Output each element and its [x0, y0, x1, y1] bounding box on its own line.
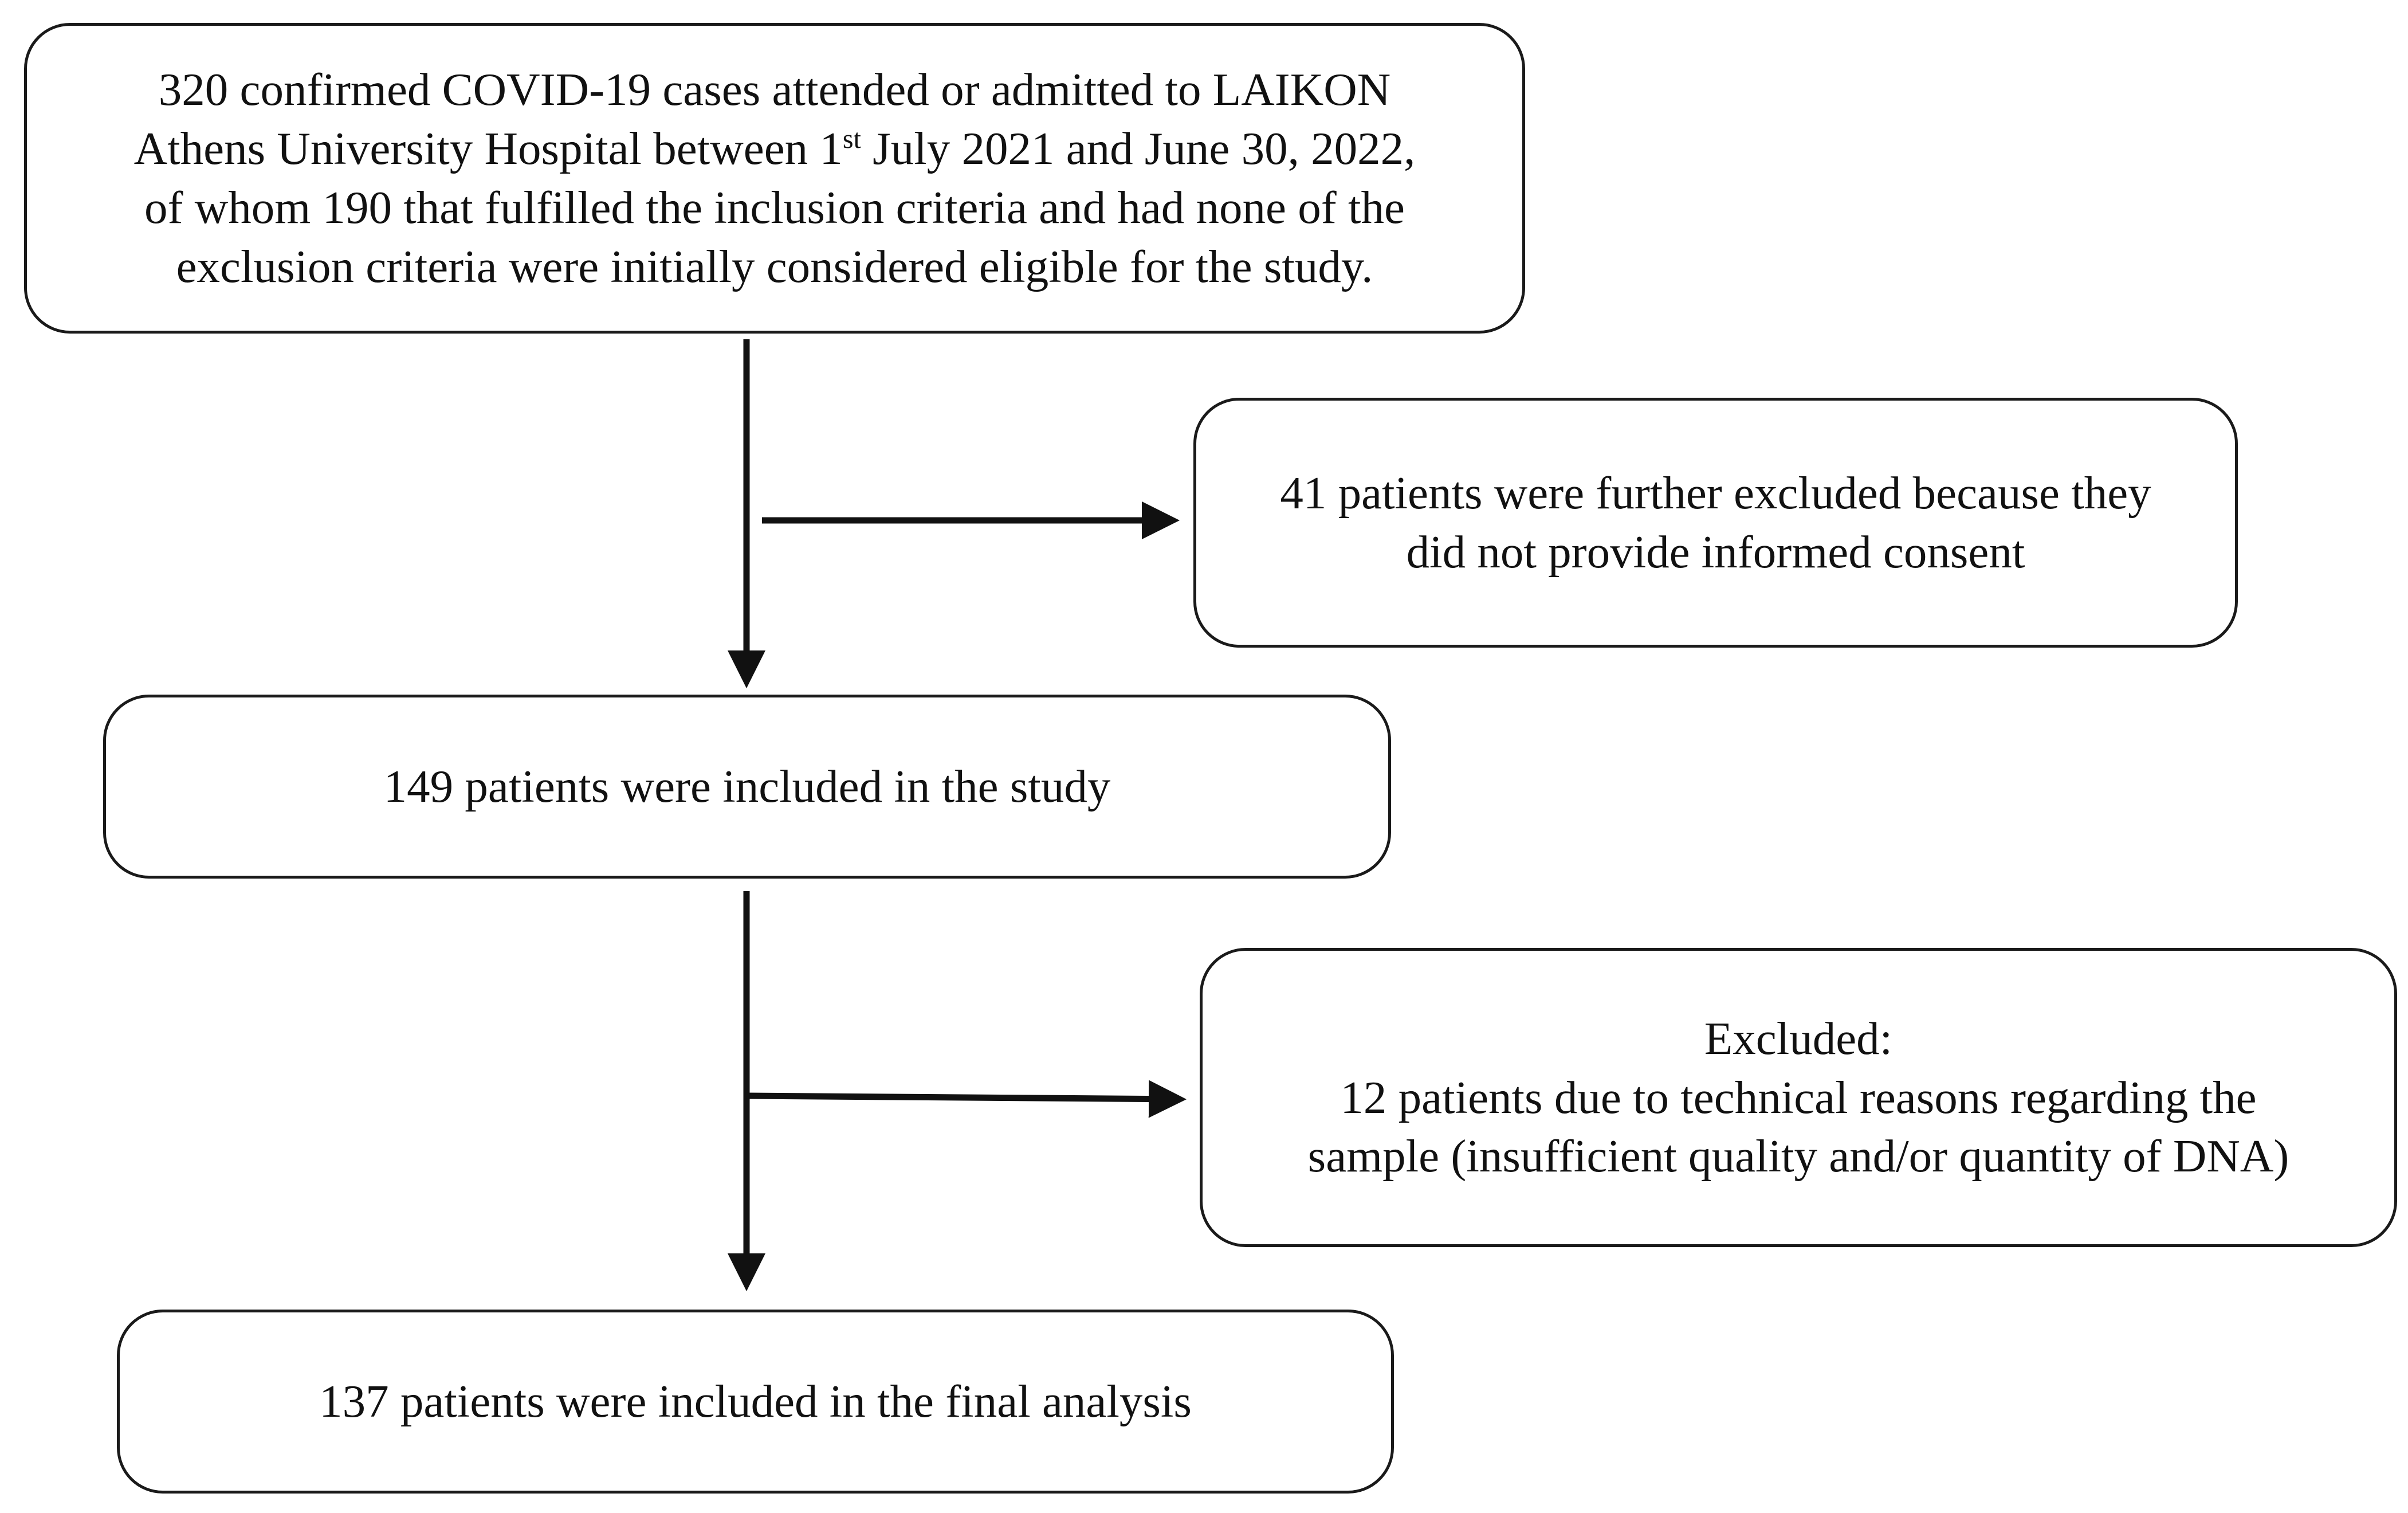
included-in-study-box: 149 patients were included in the study [103, 695, 1391, 879]
final-analysis-text: 137 patients were included in the final … [319, 1375, 1192, 1428]
no-consent-excluded-box: 41 patients were further excluded becaus… [1193, 398, 2238, 648]
eligible-line-2a: Athens University Hospital between 1 [133, 123, 843, 175]
technical-excluded-box: Excluded: 12 patients due to technical r… [1200, 948, 2397, 1247]
eligible-line-2-sup: st [842, 124, 861, 155]
included-in-study-text: 149 patients were included in the study [383, 761, 1111, 813]
arrow-to-excluded [746, 1080, 1187, 1118]
eligible-line-2b: July 2021 and June 30, 2022, [861, 123, 1416, 175]
eligible-line-4: exclusion criteria were initially consid… [176, 240, 1373, 292]
eligible-line-1: 320 confirmed COVID-19 cases attended or… [158, 64, 1391, 116]
final-analysis-box: 137 patients were included in the final … [117, 1310, 1394, 1494]
eligible-cases-text: 320 confirmed COVID-19 cases attended or… [134, 60, 1416, 296]
technical-excluded-text: Excluded: 12 patients due to technical r… [1307, 1012, 2289, 1182]
no-consent-excluded-text: 41 patients were further excluded becaus… [1280, 467, 2151, 578]
eligible-line-3: of whom 190 that fulfilled the inclusion… [144, 182, 1405, 233]
eligible-cases-box: 320 confirmed COVID-19 cases attended or… [24, 23, 1525, 334]
